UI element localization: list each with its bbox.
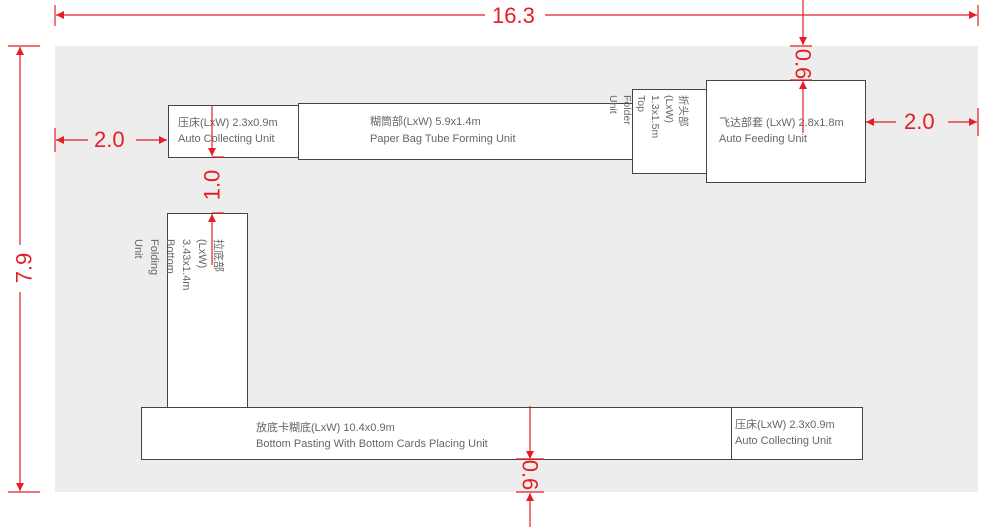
auto-collecting-unit-bottom: 压床(LxW) 2.3x0.9m Auto Collecting Unit bbox=[731, 407, 863, 460]
unit-gap-label: 1.0 bbox=[199, 169, 225, 201]
total-length-label: 16.3 bbox=[492, 3, 535, 28]
unit-label-cn: 飞达部套 (LxW) 2.8x1.8m bbox=[719, 117, 844, 129]
auto-collecting-unit-top: 压床(LxW) 2.3x0.9m Auto Collecting Unit bbox=[168, 105, 299, 158]
unit-label-en: Auto Collecting Unit bbox=[735, 435, 832, 447]
unit-label-cn: 压床(LxW) 2.3x0.9m bbox=[735, 419, 835, 431]
dim-left-margin bbox=[54, 128, 167, 152]
dim-total-length bbox=[54, 5, 979, 26]
dim-total-width bbox=[8, 45, 40, 493]
dim-unit-gap bbox=[208, 105, 224, 265]
bottom-folding-unit: 拉底部(LxW) 3.43x1.4m Bottom Folding Unit bbox=[132, 213, 248, 409]
bottom-gap-label: 0.6 bbox=[517, 459, 543, 491]
unit-label-cn: 压床(LxW) 2.3x0.9m bbox=[178, 117, 278, 129]
left-margin-label: 2.0 bbox=[94, 127, 125, 152]
unit-label-en: Paper Bag Tube Forming Unit bbox=[370, 133, 516, 145]
auto-feeding-unit: 飞达部套 (LxW) 2.8x1.8m Auto Feeding Unit bbox=[706, 80, 866, 183]
bottom-pasting-unit: 放底卡糊底(LxW) 10.4x0.9m Bottom Pasting With… bbox=[141, 407, 733, 460]
unit-label-cn: 放底卡糊底(LxW) 10.4x0.9m bbox=[256, 422, 395, 434]
unit-label-cn: 糊筒部(LxW) 5.9x1.4m bbox=[370, 116, 481, 128]
right-margin-label: 2.0 bbox=[904, 109, 935, 134]
dim-right-margin bbox=[866, 108, 979, 136]
total-width-label: 7.9 bbox=[11, 252, 37, 284]
unit-label-en: Auto Collecting Unit bbox=[178, 133, 275, 145]
dim-bottom-gap bbox=[516, 406, 544, 527]
paper-bag-tube-forming-unit: 糊筒部(LxW) 5.9x1.4m Paper Bag Tube Forming… bbox=[298, 103, 633, 160]
top-gap-label: 0.6 bbox=[790, 48, 816, 80]
unit-label-en: Auto Feeding Unit bbox=[719, 133, 808, 145]
dim-top-gap bbox=[790, 0, 812, 133]
unit-label-en: Bottom Pasting With Bottom Cards Placing… bbox=[256, 438, 488, 450]
